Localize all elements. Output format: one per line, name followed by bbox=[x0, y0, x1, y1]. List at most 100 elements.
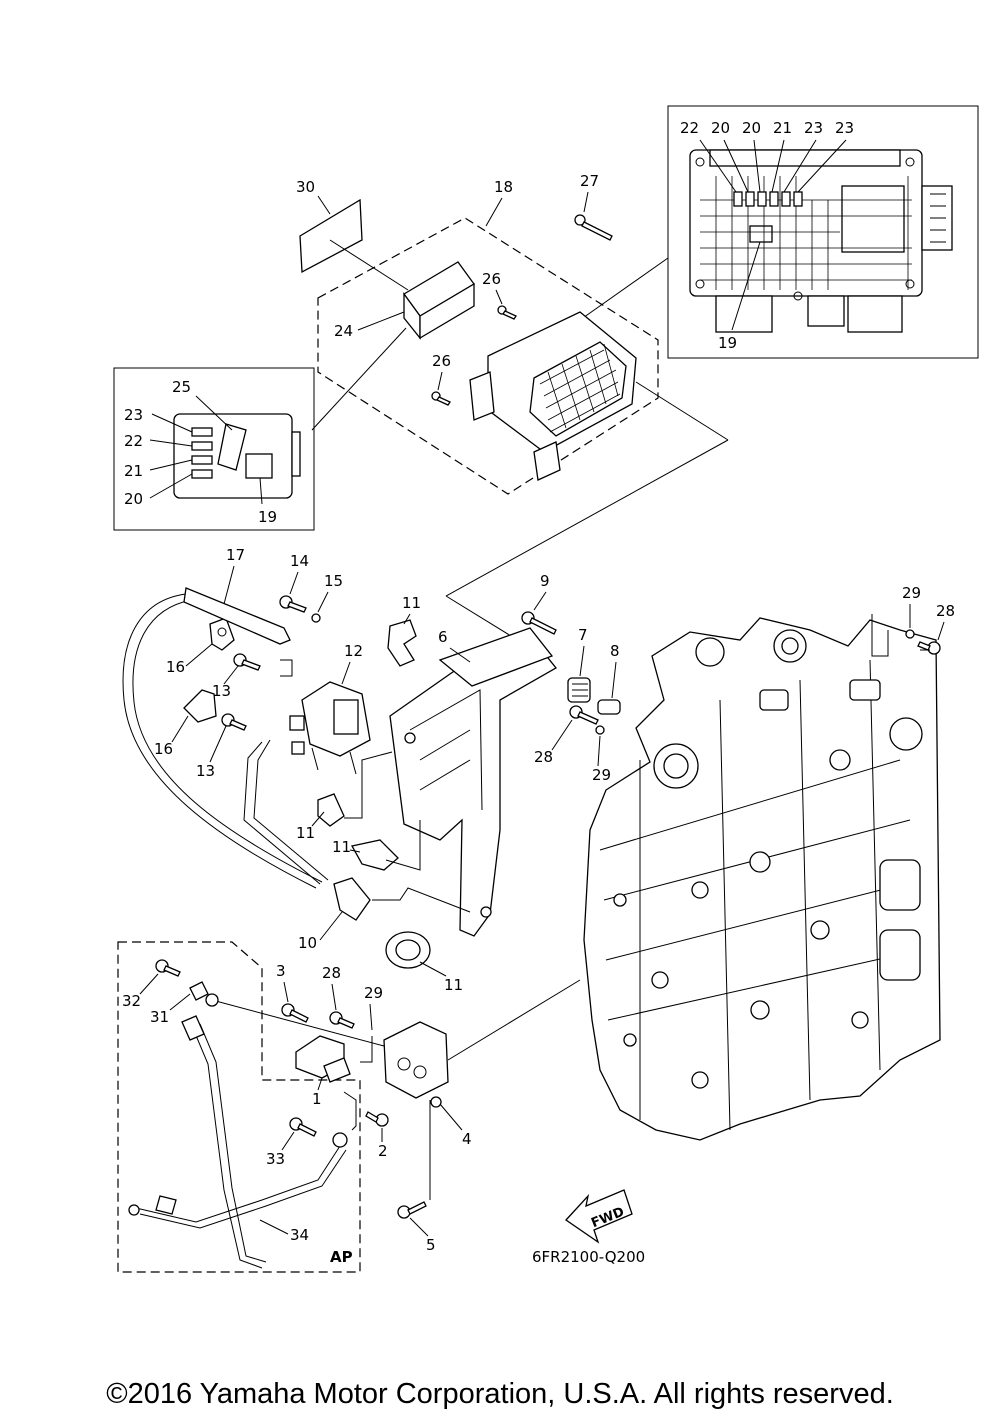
ground-lead-bottom bbox=[360, 1036, 373, 1063]
callout-21-inset: 21 bbox=[773, 119, 792, 137]
ecu-detail-inset bbox=[667, 105, 979, 359]
callout-19-inset: 19 bbox=[718, 334, 737, 352]
callout-26-lower: 26 bbox=[432, 352, 451, 370]
callout-28-bottom: 28 bbox=[322, 964, 341, 982]
ecu-to-bracket-line-b bbox=[445, 439, 729, 597]
label-sheet-leader bbox=[329, 239, 409, 291]
washer-15 bbox=[311, 613, 321, 623]
callout-8: 8 bbox=[610, 642, 620, 660]
callout-34: 34 bbox=[290, 1226, 309, 1244]
callout-30: 30 bbox=[296, 178, 315, 196]
callout-18: 18 bbox=[494, 178, 513, 196]
clip-11-mid bbox=[317, 793, 345, 827]
bracket-6 bbox=[389, 627, 557, 937]
callout-13-upper-leader bbox=[223, 665, 239, 685]
screw-27 bbox=[574, 214, 613, 241]
callout-29-center-leader bbox=[597, 735, 601, 767]
callout-24-leader bbox=[357, 311, 405, 331]
ecu-detail-drawing bbox=[689, 149, 953, 333]
callout-28-right: 28 bbox=[936, 602, 955, 620]
callout-3: 3 bbox=[276, 962, 286, 980]
callout-6-leader bbox=[449, 647, 471, 663]
callout-9: 9 bbox=[540, 572, 550, 590]
callout-11-mid: 11 bbox=[296, 824, 315, 842]
copyright-notice: ©2016 Yamaha Motor Corporation, U.S.A. A… bbox=[106, 1378, 894, 1410]
callout-23-inset-a: 23 bbox=[804, 119, 823, 137]
ecu-inset-connector-line bbox=[579, 257, 669, 321]
callout-5: 5 bbox=[426, 1236, 436, 1254]
sensor-4 bbox=[383, 1021, 449, 1108]
ground-lead-left bbox=[280, 659, 293, 677]
cable-17-b bbox=[132, 599, 323, 883]
label-31 bbox=[189, 981, 209, 1001]
callout-23-inset-b: 23 bbox=[835, 119, 854, 137]
washer-29-center bbox=[595, 725, 605, 735]
diagram-code: 6FR2100-Q200 bbox=[532, 1248, 645, 1266]
clip-mount-lines-c bbox=[344, 751, 393, 819]
bolt-32 bbox=[155, 959, 181, 977]
callout-5-leader bbox=[409, 1217, 429, 1237]
callout-27-leader bbox=[583, 191, 589, 213]
callout-26-upper-leader bbox=[495, 289, 503, 305]
ecu-module-18 bbox=[469, 311, 637, 481]
fwd-arrow: FWD bbox=[565, 1189, 633, 1244]
callout-18-leader bbox=[485, 197, 503, 227]
callout-28-center-leader bbox=[551, 719, 573, 751]
callout-17: 17 bbox=[226, 546, 245, 564]
callout-34-leader bbox=[259, 1219, 289, 1235]
sensor-1 bbox=[295, 1035, 351, 1083]
clip-11-bottom bbox=[385, 931, 431, 969]
engine-block bbox=[583, 617, 941, 1141]
callout-10: 10 bbox=[298, 934, 317, 952]
callout-16-upper-leader bbox=[185, 643, 213, 667]
callout-15-leader bbox=[317, 591, 329, 613]
bolt-28-right bbox=[917, 641, 941, 655]
callout-20-fusebox: 20 bbox=[124, 490, 143, 508]
callout-32-leader bbox=[139, 973, 159, 995]
callout-21-fusebox: 21 bbox=[124, 462, 143, 480]
relay-12 bbox=[289, 681, 371, 775]
ecu-inset-leaders bbox=[699, 139, 847, 331]
callout-29-bottom-leader bbox=[369, 1003, 373, 1031]
sensor-4-wire bbox=[343, 1091, 357, 1131]
callout-31-leader bbox=[169, 993, 191, 1011]
callout-7: 7 bbox=[578, 626, 588, 644]
ground-lead-right bbox=[871, 614, 889, 657]
callout-24: 24 bbox=[334, 322, 353, 340]
clip-11-top bbox=[387, 619, 417, 667]
ap-kit-connect-line bbox=[211, 999, 385, 1047]
wire-harness-lower-b bbox=[253, 739, 329, 881]
callout-11-lower: 11 bbox=[332, 838, 351, 856]
ap-label: AP bbox=[330, 1248, 353, 1266]
callout-11-mid-leader bbox=[311, 811, 325, 827]
callout-12: 12 bbox=[344, 642, 363, 660]
callout-11-top: 11 bbox=[402, 594, 421, 612]
callout-12-leader bbox=[341, 661, 351, 685]
callout-11-bottom: 11 bbox=[444, 976, 463, 994]
callout-27: 27 bbox=[580, 172, 599, 190]
clip-mount-lines-b bbox=[385, 820, 421, 871]
screw-26-upper bbox=[497, 305, 517, 320]
bolt-3 bbox=[281, 1003, 309, 1023]
callout-8-leader bbox=[611, 661, 617, 699]
callout-20-inset-b: 20 bbox=[742, 119, 761, 137]
callout-28-center: 28 bbox=[534, 748, 553, 766]
fuse-box-inset-leaders bbox=[149, 395, 263, 505]
callout-3-leader bbox=[283, 981, 289, 1003]
label-sheet-30 bbox=[299, 198, 363, 274]
bolt-28-center bbox=[569, 705, 599, 725]
fuse-box-detail-drawing bbox=[173, 413, 301, 499]
callout-16-lower-leader bbox=[171, 715, 189, 743]
bolt-5 bbox=[397, 1201, 427, 1219]
callout-33-leader bbox=[281, 1131, 295, 1151]
callout-7-leader bbox=[579, 645, 585, 677]
callout-13-upper: 13 bbox=[212, 682, 231, 700]
fuse-box-detail-inset bbox=[113, 367, 315, 531]
bolt-2 bbox=[365, 1111, 389, 1127]
fuse-box-inset-connector-line bbox=[311, 327, 407, 431]
cable-17-tube bbox=[183, 587, 291, 645]
ecu-to-bracket-line bbox=[635, 381, 729, 441]
clip-11-lower bbox=[351, 839, 399, 871]
wire-lead-34 bbox=[128, 993, 348, 1269]
